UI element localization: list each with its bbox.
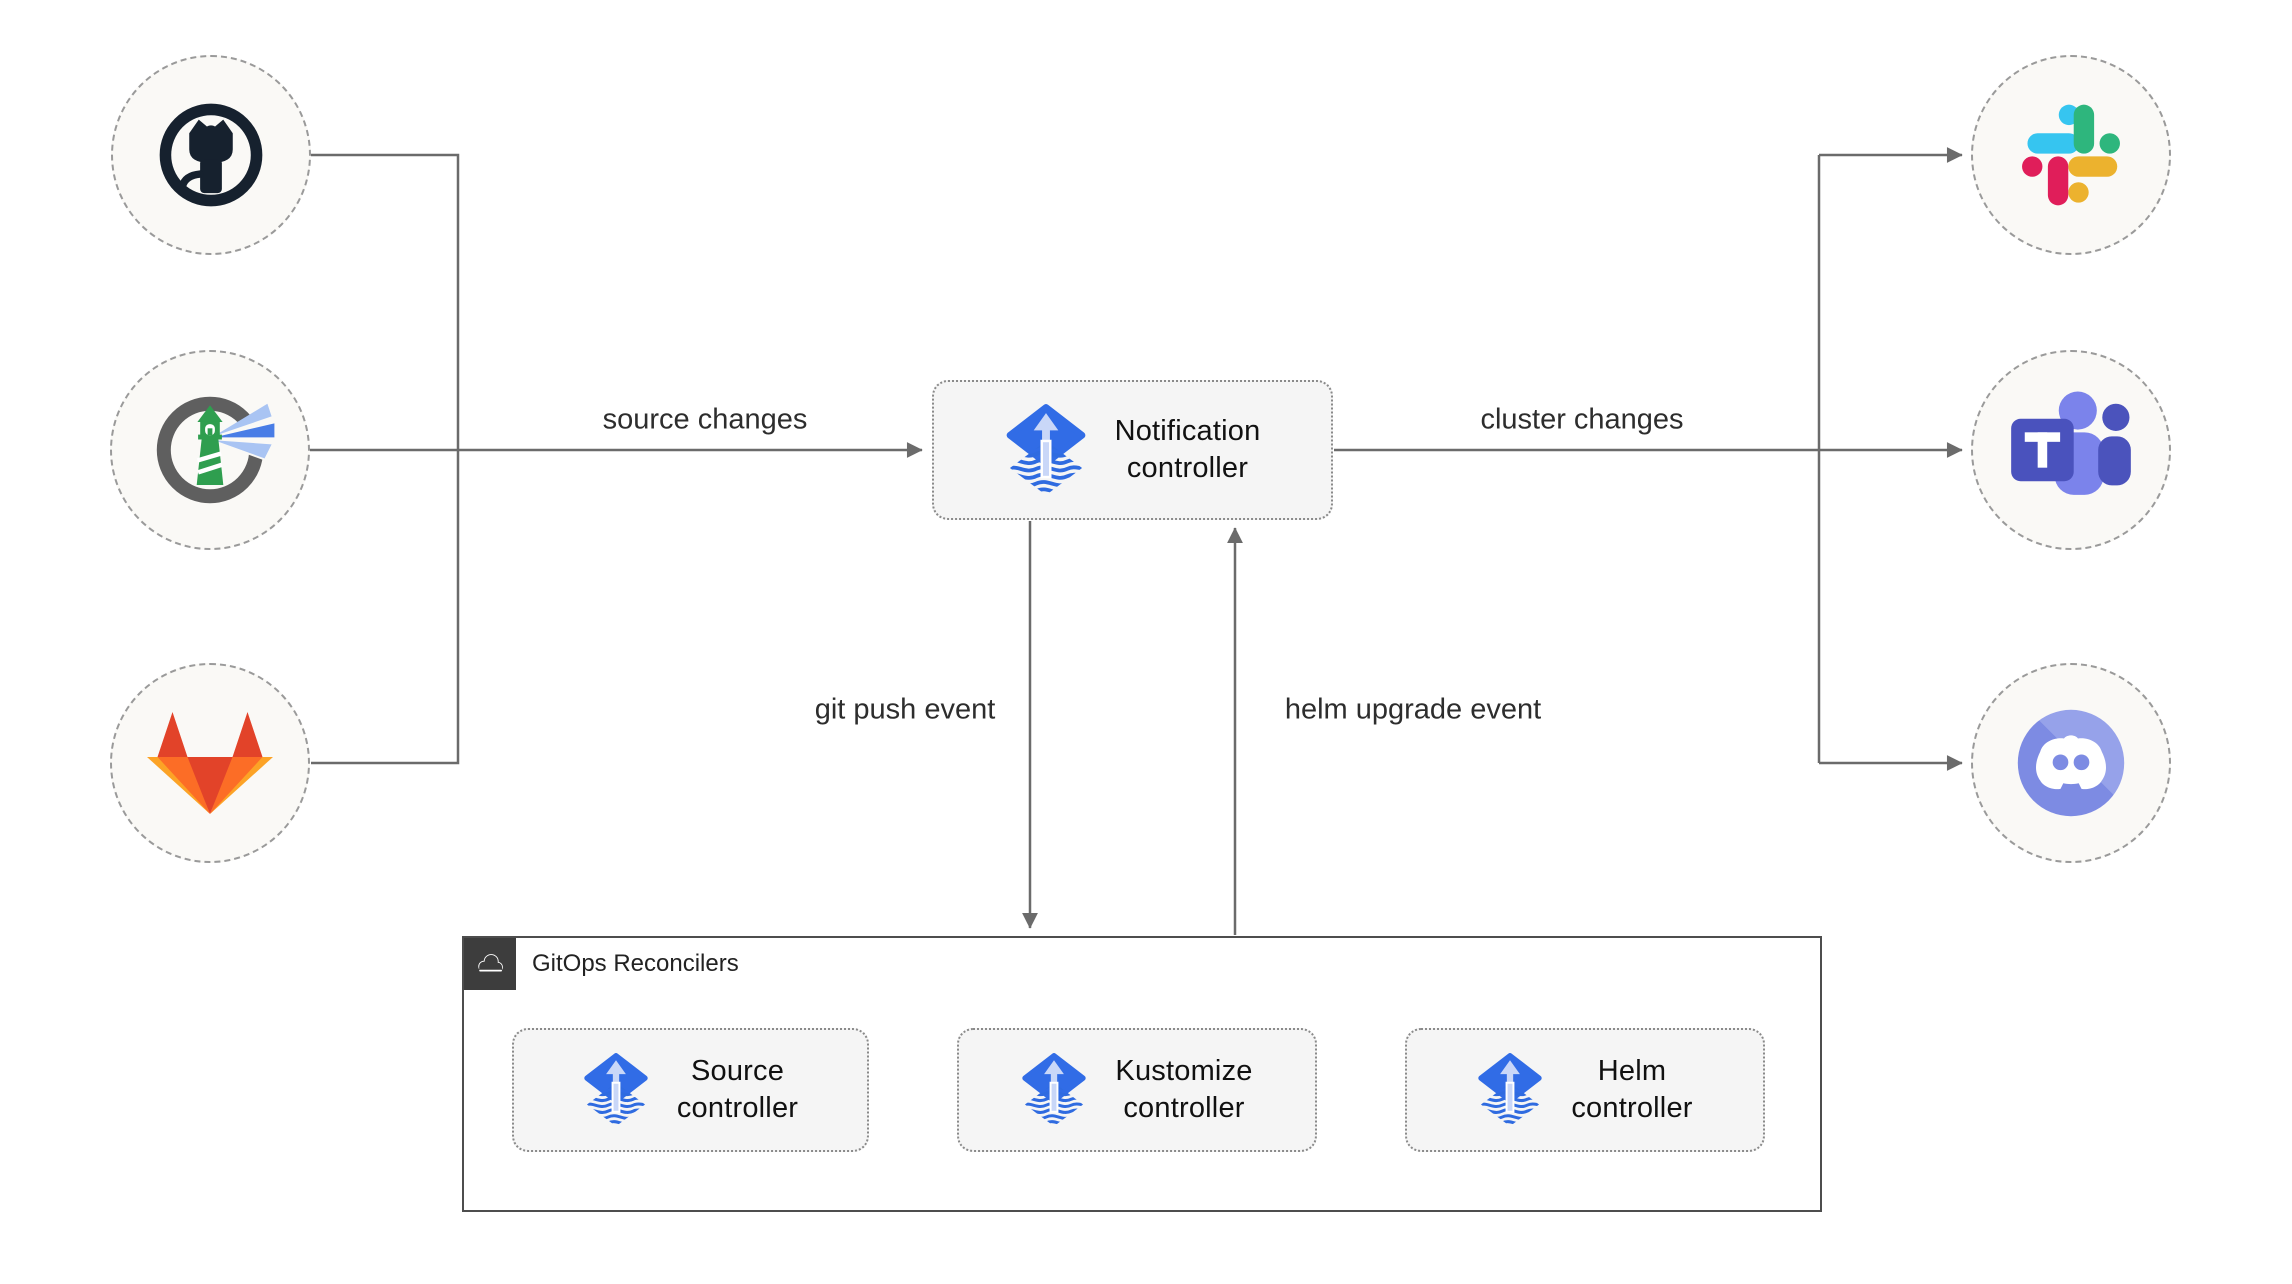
target-node-slack — [1971, 55, 2171, 255]
helm-controller-box: Helm controller — [1405, 1028, 1765, 1152]
cloud-icon — [478, 954, 503, 973]
gitlab-icon — [147, 712, 273, 814]
notification-controller-box: Notification controller — [932, 380, 1333, 520]
edge-label-helm-upgrade-event: helm upgrade event — [1278, 693, 1548, 727]
flux-icon — [1005, 403, 1087, 497]
source-controller-label: Source controller — [676, 1054, 799, 1124]
gitops-reconcilers-container: GitOps Reconcilers Source controller Kus… — [462, 936, 1822, 1212]
left-bus — [311, 153, 460, 765]
gitops-reconcilers-header: GitOps Reconcilers — [464, 938, 739, 990]
gitops-reconcilers-title: GitOps Reconcilers — [532, 950, 739, 977]
teams-icon — [2011, 391, 2131, 495]
source-controller-box: Source controller — [512, 1028, 869, 1152]
kustomize-controller-box: Kustomize controller — [957, 1028, 1317, 1152]
slack-icon — [2022, 104, 2120, 206]
target-node-discord — [1971, 663, 2171, 863]
github-icon — [159, 103, 263, 207]
edge-label-source-changes: source changes — [596, 403, 814, 437]
cloud-chip — [464, 938, 516, 990]
kustomize-controller-label: Kustomize controller — [1115, 1054, 1253, 1124]
source-node-gitlab — [110, 663, 310, 863]
source-node-harbor — [110, 350, 310, 550]
harbor-icon — [156, 396, 280, 504]
discord-icon — [2017, 709, 2125, 817]
flux-icon — [1021, 1052, 1087, 1128]
target-node-teams — [1971, 350, 2171, 550]
helm-controller-label: Helm controller — [1571, 1054, 1693, 1124]
edge-label-git-push-event: git push event — [808, 693, 1002, 727]
edge-label-cluster-changes: cluster changes — [1474, 403, 1690, 437]
notification-controller-label: Notification controller — [1114, 414, 1261, 484]
source-node-github — [111, 55, 311, 255]
flux-icon — [1477, 1052, 1543, 1128]
flux-icon — [583, 1052, 649, 1128]
